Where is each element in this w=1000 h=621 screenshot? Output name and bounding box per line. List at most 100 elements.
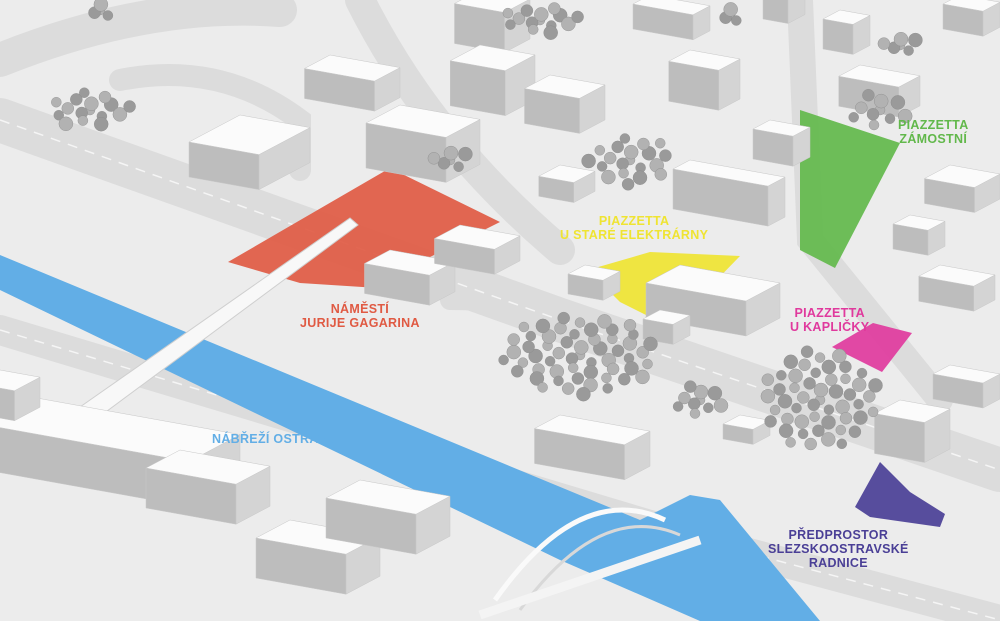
- tree: [791, 402, 802, 414]
- tree: [576, 387, 591, 402]
- tree: [611, 344, 625, 357]
- tree: [853, 399, 864, 410]
- tree: [512, 12, 526, 25]
- tree: [807, 398, 820, 411]
- building: [449, 44, 536, 117]
- tree: [525, 330, 536, 342]
- tree: [553, 375, 564, 387]
- tree: [93, 116, 109, 132]
- label-line: PIAZZETTA: [598, 214, 670, 228]
- tree: [855, 101, 868, 115]
- tree: [874, 93, 889, 109]
- building: [433, 224, 521, 275]
- tree: [51, 96, 62, 108]
- building: [537, 164, 596, 203]
- tree: [877, 37, 891, 50]
- label-line: PŘEDPROSTOR: [788, 528, 889, 542]
- tree: [825, 373, 838, 386]
- tree: [659, 149, 672, 162]
- tree: [53, 109, 64, 121]
- tree: [769, 404, 781, 416]
- tree: [884, 113, 896, 124]
- tree: [624, 361, 639, 376]
- tree: [543, 25, 558, 40]
- tree: [689, 408, 701, 419]
- road-ring-top-left: [0, 0, 297, 77]
- tree: [520, 4, 534, 17]
- tree: [518, 321, 530, 333]
- tree: [528, 24, 539, 35]
- tree: [823, 404, 835, 415]
- tree: [70, 93, 83, 106]
- label-nabrezi-ostravice: NÁBŘEŽÍ OSTRAVICE: [212, 432, 348, 446]
- tree: [707, 386, 723, 401]
- tree: [678, 391, 691, 405]
- tree: [856, 367, 868, 379]
- tree: [788, 368, 803, 383]
- tree: [684, 380, 697, 393]
- tree: [642, 358, 653, 370]
- tree: [703, 402, 714, 413]
- tree: [843, 388, 857, 401]
- tree: [797, 428, 809, 440]
- tree: [835, 424, 846, 436]
- tree: [814, 352, 826, 363]
- building: [892, 214, 946, 256]
- tree: [862, 88, 875, 102]
- tree: [623, 319, 637, 332]
- tree: [908, 32, 923, 48]
- tree: [828, 384, 844, 399]
- label-line: U STARÉ ELEKTRÁRNY: [560, 228, 709, 242]
- tree: [635, 369, 650, 385]
- building: [942, 0, 1000, 37]
- tree: [783, 354, 798, 369]
- tree: [529, 371, 545, 386]
- tree: [548, 2, 561, 15]
- tree: [867, 406, 879, 418]
- tree: [552, 346, 565, 360]
- tree: [764, 415, 777, 428]
- tree: [601, 372, 612, 384]
- tree: [79, 87, 90, 98]
- tree: [534, 7, 549, 22]
- tree: [619, 133, 631, 144]
- tree: [777, 394, 793, 409]
- tree: [544, 356, 556, 367]
- building: [645, 264, 781, 337]
- road-ring-inner: [109, 64, 311, 181]
- label-line: NÁBŘEŽÍ OSTRAVICE: [212, 432, 349, 446]
- tree: [437, 157, 451, 170]
- tree: [84, 96, 99, 111]
- tree: [571, 372, 585, 385]
- tree: [810, 367, 821, 378]
- label-line: PIAZZETTA: [794, 306, 865, 320]
- tree: [427, 152, 441, 165]
- zone-piazzetta-zamostni: [800, 110, 900, 268]
- tree: [458, 146, 473, 162]
- arch-bridge-2: [518, 525, 681, 611]
- tree: [581, 153, 596, 169]
- tree: [852, 377, 867, 392]
- building: [303, 54, 401, 112]
- tree: [803, 377, 816, 390]
- tree: [77, 115, 89, 126]
- tree: [621, 178, 635, 191]
- tree: [594, 145, 605, 156]
- tree: [836, 438, 847, 449]
- tree: [848, 112, 859, 123]
- tree: [839, 412, 853, 425]
- tree: [568, 362, 579, 373]
- arch-bridge: [492, 507, 667, 602]
- tree: [731, 15, 742, 26]
- arch-bridge-deck: [478, 535, 702, 620]
- tree: [761, 373, 774, 386]
- building: [667, 49, 741, 111]
- tree: [618, 167, 629, 179]
- building: [923, 164, 1000, 213]
- tree: [832, 348, 847, 364]
- label-line: NÁMĚSTÍ: [330, 302, 390, 316]
- tree: [596, 161, 608, 172]
- tree: [654, 168, 667, 181]
- tree: [840, 373, 851, 384]
